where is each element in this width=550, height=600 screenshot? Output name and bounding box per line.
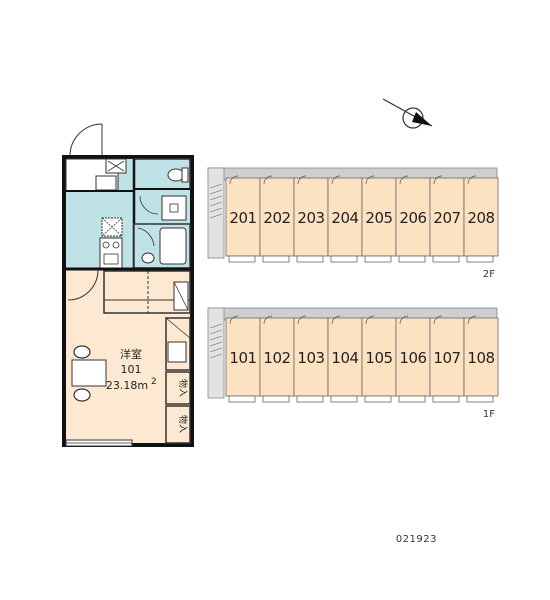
unit-balcony bbox=[466, 395, 494, 403]
unit-door-arc bbox=[433, 175, 443, 185]
stair-step bbox=[209, 189, 223, 195]
unit-label-105: 105 bbox=[365, 349, 392, 367]
stair-step bbox=[209, 341, 223, 347]
unit-balcony bbox=[364, 255, 392, 263]
unit-label-103: 103 bbox=[297, 349, 324, 367]
floor-label-1f: 1F bbox=[483, 409, 495, 420]
floor-label-2f: 2F bbox=[483, 269, 495, 280]
unit-203 bbox=[293, 177, 329, 257]
unit-door-arc bbox=[263, 315, 273, 325]
storage-2 bbox=[165, 405, 191, 444]
unit-label-106: 106 bbox=[399, 349, 426, 367]
unit-door-arc bbox=[365, 175, 375, 185]
unit-balcony bbox=[432, 255, 460, 263]
unit-208 bbox=[463, 177, 499, 257]
stair-step bbox=[209, 195, 223, 201]
room-number: 101 bbox=[121, 363, 142, 376]
stair-area bbox=[207, 167, 225, 259]
unit-balcony bbox=[432, 395, 460, 403]
stair-step bbox=[209, 335, 223, 341]
unit-balcony bbox=[330, 395, 358, 403]
stair-step bbox=[209, 347, 223, 353]
storage-label-2: 物入 bbox=[177, 415, 189, 433]
unit-106 bbox=[395, 317, 431, 397]
unit-balcony bbox=[296, 255, 324, 263]
unit-door-arc bbox=[399, 175, 409, 185]
unit-label-101: 101 bbox=[229, 349, 256, 367]
unit-202 bbox=[259, 177, 295, 257]
unit-door-arc bbox=[229, 315, 239, 325]
unit-door-arc bbox=[297, 315, 307, 325]
unit-label-201: 201 bbox=[229, 209, 256, 227]
unit-balcony bbox=[466, 255, 494, 263]
unit-label-207: 207 bbox=[433, 209, 460, 227]
unit-door-arc bbox=[399, 315, 409, 325]
unit-door-arc bbox=[263, 175, 273, 185]
unit-door-arc bbox=[229, 175, 239, 185]
unit-label-206: 206 bbox=[399, 209, 426, 227]
unit-balcony bbox=[398, 395, 426, 403]
unit-balcony bbox=[228, 395, 256, 403]
unit-101 bbox=[225, 317, 261, 397]
compass-icon bbox=[382, 98, 433, 129]
unit-balcony bbox=[296, 395, 324, 403]
unit-door-arc bbox=[467, 175, 477, 185]
unit-205 bbox=[361, 177, 397, 257]
storage-1 bbox=[165, 371, 191, 405]
unit-balcony bbox=[364, 395, 392, 403]
stair-step bbox=[209, 323, 223, 329]
unit-door-arc bbox=[433, 315, 443, 325]
unit-label-203: 203 bbox=[297, 209, 324, 227]
unit-label-208: 208 bbox=[467, 209, 494, 227]
unit-label-205: 205 bbox=[365, 209, 392, 227]
unit-207 bbox=[429, 177, 465, 257]
floor-1f: 101 102 103 104 105 106 107 108 1F bbox=[207, 307, 499, 420]
unit-201 bbox=[225, 177, 261, 257]
unit-104 bbox=[327, 317, 363, 397]
unit-balcony bbox=[262, 395, 290, 403]
stair-step bbox=[209, 213, 223, 219]
unit-label-202: 202 bbox=[263, 209, 290, 227]
unit-107 bbox=[429, 317, 465, 397]
unit-door-arc bbox=[331, 315, 341, 325]
unit-balcony bbox=[228, 255, 256, 263]
unit-label-108: 108 bbox=[467, 349, 494, 367]
stair-area bbox=[207, 307, 225, 399]
unit-label-204: 204 bbox=[331, 209, 358, 227]
unit-balcony bbox=[262, 255, 290, 263]
floor-2f: 201 202 203 204 205 206 207 208 2F bbox=[207, 167, 499, 280]
unit-door-arc bbox=[467, 315, 477, 325]
stair-step bbox=[209, 329, 223, 335]
unit-label-102: 102 bbox=[263, 349, 290, 367]
unit-balcony bbox=[398, 255, 426, 263]
room-name: 洋室 bbox=[120, 347, 142, 361]
unit-103 bbox=[293, 317, 329, 397]
unit-label-104: 104 bbox=[331, 349, 358, 367]
room-area-sup: 2 bbox=[151, 377, 157, 387]
stair-step bbox=[209, 201, 223, 207]
room-area: 23.18m bbox=[106, 379, 148, 392]
stair-step bbox=[209, 183, 223, 189]
unit-balcony bbox=[330, 255, 358, 263]
unit-plan: 洋室 101 23.18m 2 物入 物入 bbox=[62, 123, 194, 447]
image-code: 021923 bbox=[396, 534, 437, 545]
unit-102 bbox=[259, 317, 295, 397]
unit-door-arc bbox=[365, 315, 375, 325]
storage-label-1: 物入 bbox=[177, 379, 189, 397]
unit-door-arc bbox=[331, 175, 341, 185]
unit-label-107: 107 bbox=[433, 349, 460, 367]
stair-step bbox=[209, 353, 223, 359]
unit-door-arc bbox=[297, 175, 307, 185]
stair-step bbox=[209, 207, 223, 213]
